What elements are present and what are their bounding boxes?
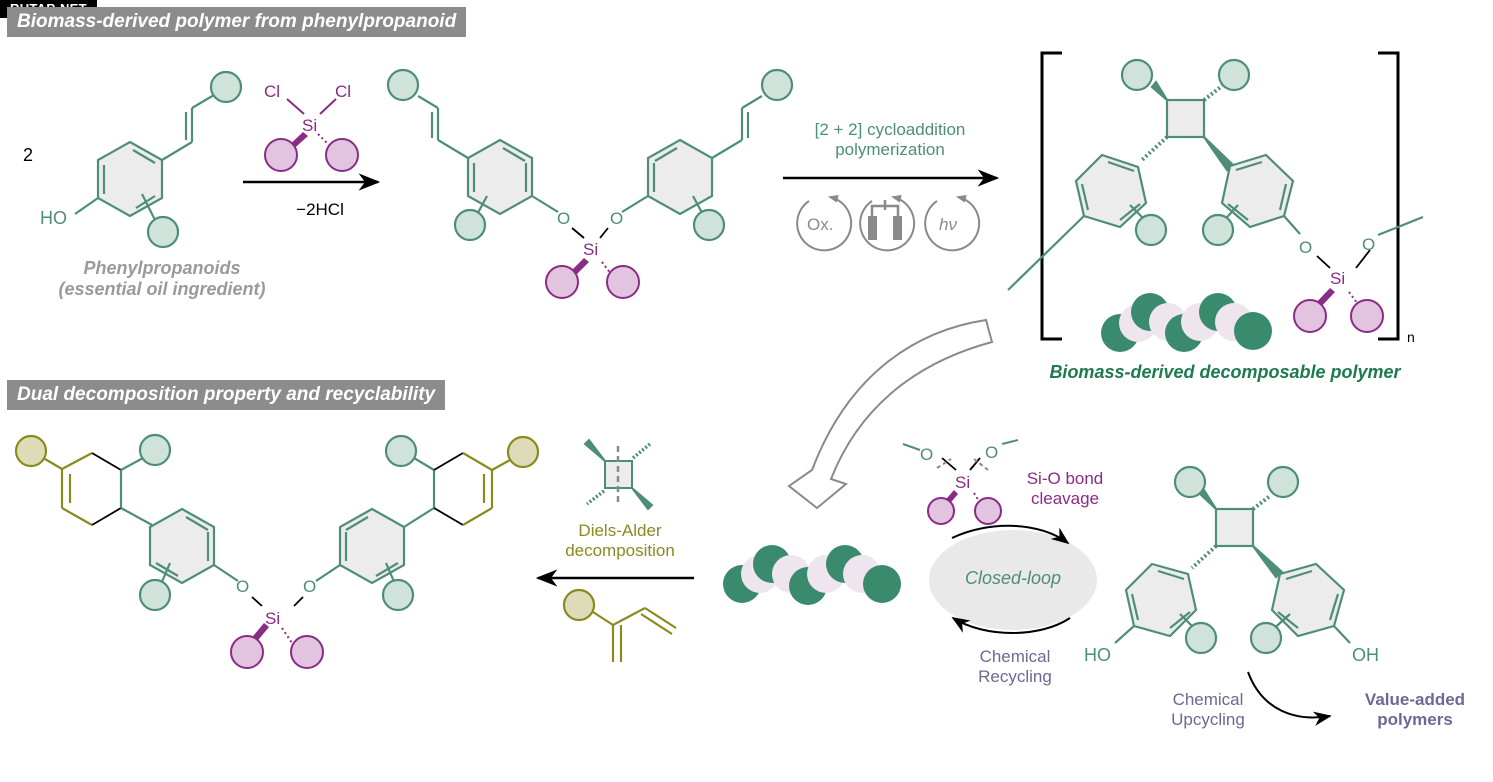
diels-alder-line1: Diels-Alder <box>578 521 662 540</box>
upcycling-line1: Chemical <box>1172 690 1244 709</box>
decomposed-bead-chain <box>723 545 901 605</box>
polymer-repeat-unit <box>1007 58 1424 291</box>
conditions-line1: [2 + 2] cycloaddition <box>814 120 966 139</box>
photon-label: hν <box>939 215 957 234</box>
hydroxyl-label: HO <box>40 208 67 228</box>
polymer-brackets <box>1040 51 1400 341</box>
cleavage-line1: Si-O bond <box>1026 469 1104 488</box>
si-o-cleavage-label: Si-O bond cleavage <box>1010 469 1120 509</box>
hydroxyl-left: HO <box>1084 645 1111 665</box>
polymer-label: Biomass-derived decomposable polymer <box>1049 362 1401 382</box>
closed-loop-ellipse <box>929 530 1097 630</box>
oxygen-5: O <box>236 577 249 596</box>
oxidation-method-icon <box>796 194 853 252</box>
silicon-2: Si <box>1330 269 1345 288</box>
upcycling-arrow <box>1247 671 1332 726</box>
silicon-3: Si <box>265 609 280 628</box>
oxygen-1: O <box>557 209 570 228</box>
phenylpropanoid-label-line2: (essential oil ingredient) <box>58 279 266 300</box>
silyl-ether-dimer-si-substituents <box>545 258 640 299</box>
chlorine-left: Cl <box>264 82 280 101</box>
phenylpropanoid-monomer <box>74 70 243 249</box>
loop-arrow-top <box>951 524 1070 545</box>
coefficient-2: 2 <box>23 145 33 165</box>
si-o-cleavage-motif <box>902 439 1019 525</box>
cleavage-line2: cleavage <box>1030 489 1100 509</box>
oxidation-label: Ox. <box>807 215 833 234</box>
diels-alder-line2: decomposition <box>565 541 675 561</box>
diels-alder-label: Diels-Alder decomposition <box>540 521 700 561</box>
phenylpropanoid-label-line1: Phenylpropanoids <box>83 258 241 278</box>
silicon-reagent: Si <box>302 116 317 135</box>
section-title-bottom: Dual decomposition property and recyclab… <box>7 380 446 410</box>
byproduct-label: −2HCl <box>296 200 344 219</box>
upcycling-line2: Upcycling <box>1171 710 1245 730</box>
oxygen-7: O <box>920 445 933 464</box>
silicon-4: Si <box>955 473 970 492</box>
cyclobutane-cleavage-icon <box>583 438 654 511</box>
polymer-si-substituents <box>1293 288 1384 333</box>
loop-arrow-bottom <box>951 617 1071 634</box>
closed-loop-label: Closed-loop <box>964 568 1062 588</box>
value-added-line1: Value-added <box>1364 690 1466 709</box>
chlorine-right: Cl <box>335 82 351 101</box>
chemical-upcycling-label: Chemical Upcycling <box>1148 690 1268 730</box>
oxygen-8: O <box>985 443 998 462</box>
adduct-si-substituents <box>230 623 324 669</box>
section-title-top: Biomass-derived polymer from phenylpropa… <box>7 7 467 37</box>
oxygen-4: O <box>1362 235 1375 254</box>
polymer-bead-chain <box>1101 293 1272 352</box>
cycloaddition-conditions: [2 + 2] cycloaddition polymerization <box>770 120 1010 160</box>
value-added-line2: polymers <box>1377 710 1453 730</box>
conditions-line2: polymerization <box>835 140 945 160</box>
oxygen-3: O <box>1299 238 1312 257</box>
repeat-subscript: n <box>1407 329 1415 345</box>
hydroxyl-right: OH <box>1352 645 1379 665</box>
photochemical-method-icon <box>924 194 981 252</box>
silyl-ether-dimer <box>386 68 794 242</box>
cyclobutane-diol <box>1114 465 1351 655</box>
chemical-recycling-label: Chemical Recycling <box>955 647 1075 687</box>
electrochemical-method-icon <box>859 194 916 252</box>
phenylpropanoid-label: Phenylpropanoids (essential oil ingredie… <box>22 258 302 300</box>
silicon-1: Si <box>583 240 598 259</box>
diels-alder-adduct <box>14 433 540 612</box>
oxygen-6: O <box>303 577 316 596</box>
diene-reagent <box>562 588 677 662</box>
recycling-line1: Chemical <box>979 647 1051 666</box>
recycling-line2: Recycling <box>978 667 1052 687</box>
value-added-polymers-label: Value-added polymers <box>1345 690 1485 730</box>
dichlorosilane-reagent <box>264 98 359 172</box>
oxygen-2: O <box>610 209 623 228</box>
decomposition-curved-arrow <box>787 318 994 510</box>
